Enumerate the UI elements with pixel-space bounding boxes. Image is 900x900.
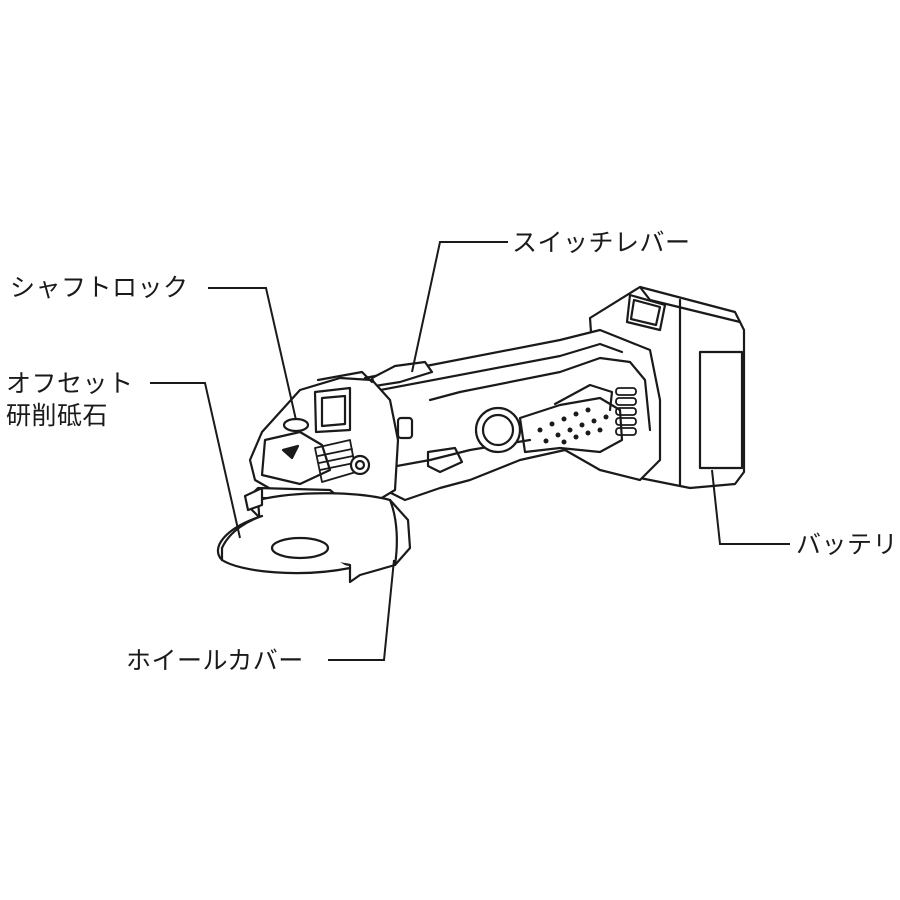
leader-shaft-lock: [208, 287, 297, 421]
leader-offset-wheel: [150, 382, 241, 539]
wheel-guard: [243, 486, 412, 584]
label-switch-lever: スイッチレバー: [512, 228, 691, 257]
grinder-body: [353, 328, 662, 502]
grinding-disc: [216, 514, 352, 575]
leader-switch-lever: [411, 241, 508, 373]
label-offset-wheel-line1: オフセット: [6, 369, 134, 398]
label-offset-wheel-line2: 研削砥石: [6, 401, 109, 430]
leader-wheel-cover: [328, 559, 395, 661]
leader-lines: [150, 241, 790, 661]
label-wheel-cover: ホイールカバー: [126, 646, 304, 675]
label-shaft-lock: シャフトロック: [10, 273, 189, 302]
leader-battery: [711, 469, 790, 545]
label-battery: バッテリ: [796, 530, 899, 559]
